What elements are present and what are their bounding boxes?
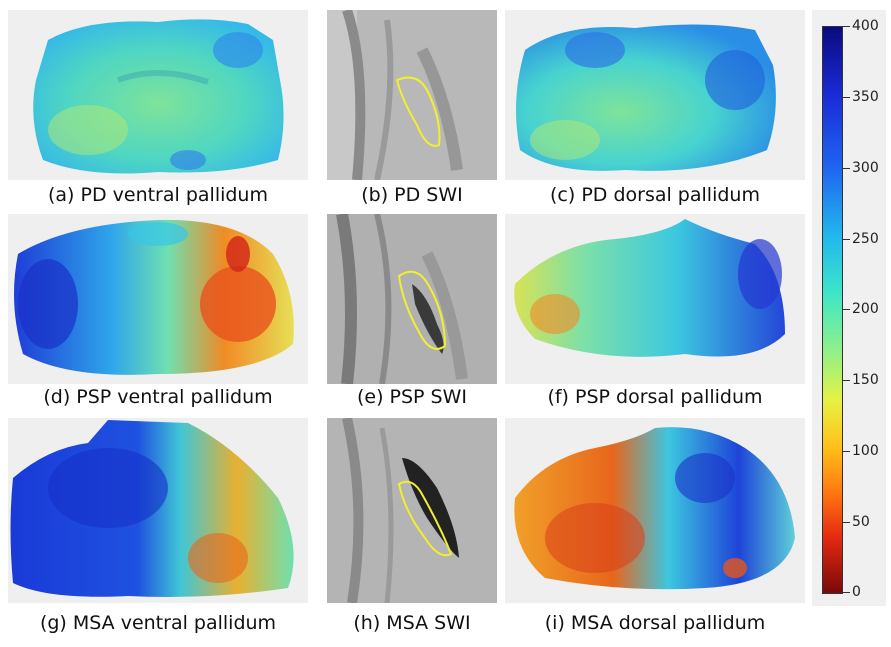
colorbar-tick [842, 380, 850, 381]
caption-f: (f) PSP dorsal pallidum [547, 386, 763, 408]
colorbar-tick [842, 592, 850, 593]
caption-d: (d) PSP ventral pallidum [43, 386, 273, 408]
caption-e: (e) PSP SWI [356, 386, 468, 408]
colorbar-label: 100 [852, 443, 879, 459]
colorbar-label: 50 [852, 514, 870, 530]
colorbar-label: 400 [852, 18, 879, 34]
colorbar-tick [842, 239, 850, 240]
psp-swi-image [327, 214, 497, 384]
pd-ventral-pallidum-image [8, 10, 308, 180]
pd-dorsal-pallidum-image [505, 10, 805, 180]
colorbar-label: 300 [852, 160, 879, 176]
colorbar-tick [842, 522, 850, 523]
caption-i: (i) MSA dorsal pallidum [544, 612, 766, 634]
colorbar-tick [842, 97, 850, 98]
msa-swi-image [327, 418, 497, 603]
psp-ventral-pallidum-image [8, 214, 308, 384]
colorbar-tick [842, 168, 850, 169]
caption-g: (g) MSA ventral pallidum [39, 612, 277, 634]
colorbar-label: 250 [852, 231, 879, 247]
colorbar-label: 200 [852, 301, 879, 317]
psp-dorsal-pallidum-image [505, 214, 805, 384]
colorbar-tick [842, 26, 850, 27]
colorbar-label: 0 [852, 584, 861, 600]
caption-a: (a) PD ventral pallidum [48, 184, 268, 206]
colorbar-tick [842, 451, 850, 452]
colorbar-tick [842, 309, 850, 310]
colorbar-label: 150 [852, 372, 879, 388]
caption-b: (b) PD SWI [361, 184, 463, 206]
colorbar-label: 350 [852, 89, 879, 105]
msa-dorsal-pallidum-image [505, 418, 805, 603]
pd-swi-image [327, 10, 497, 180]
msa-ventral-pallidum-image [8, 418, 308, 603]
colorbar [822, 26, 843, 594]
caption-c: (c) PD dorsal pallidum [550, 184, 760, 206]
caption-h: (h) MSA SWI [353, 612, 471, 634]
